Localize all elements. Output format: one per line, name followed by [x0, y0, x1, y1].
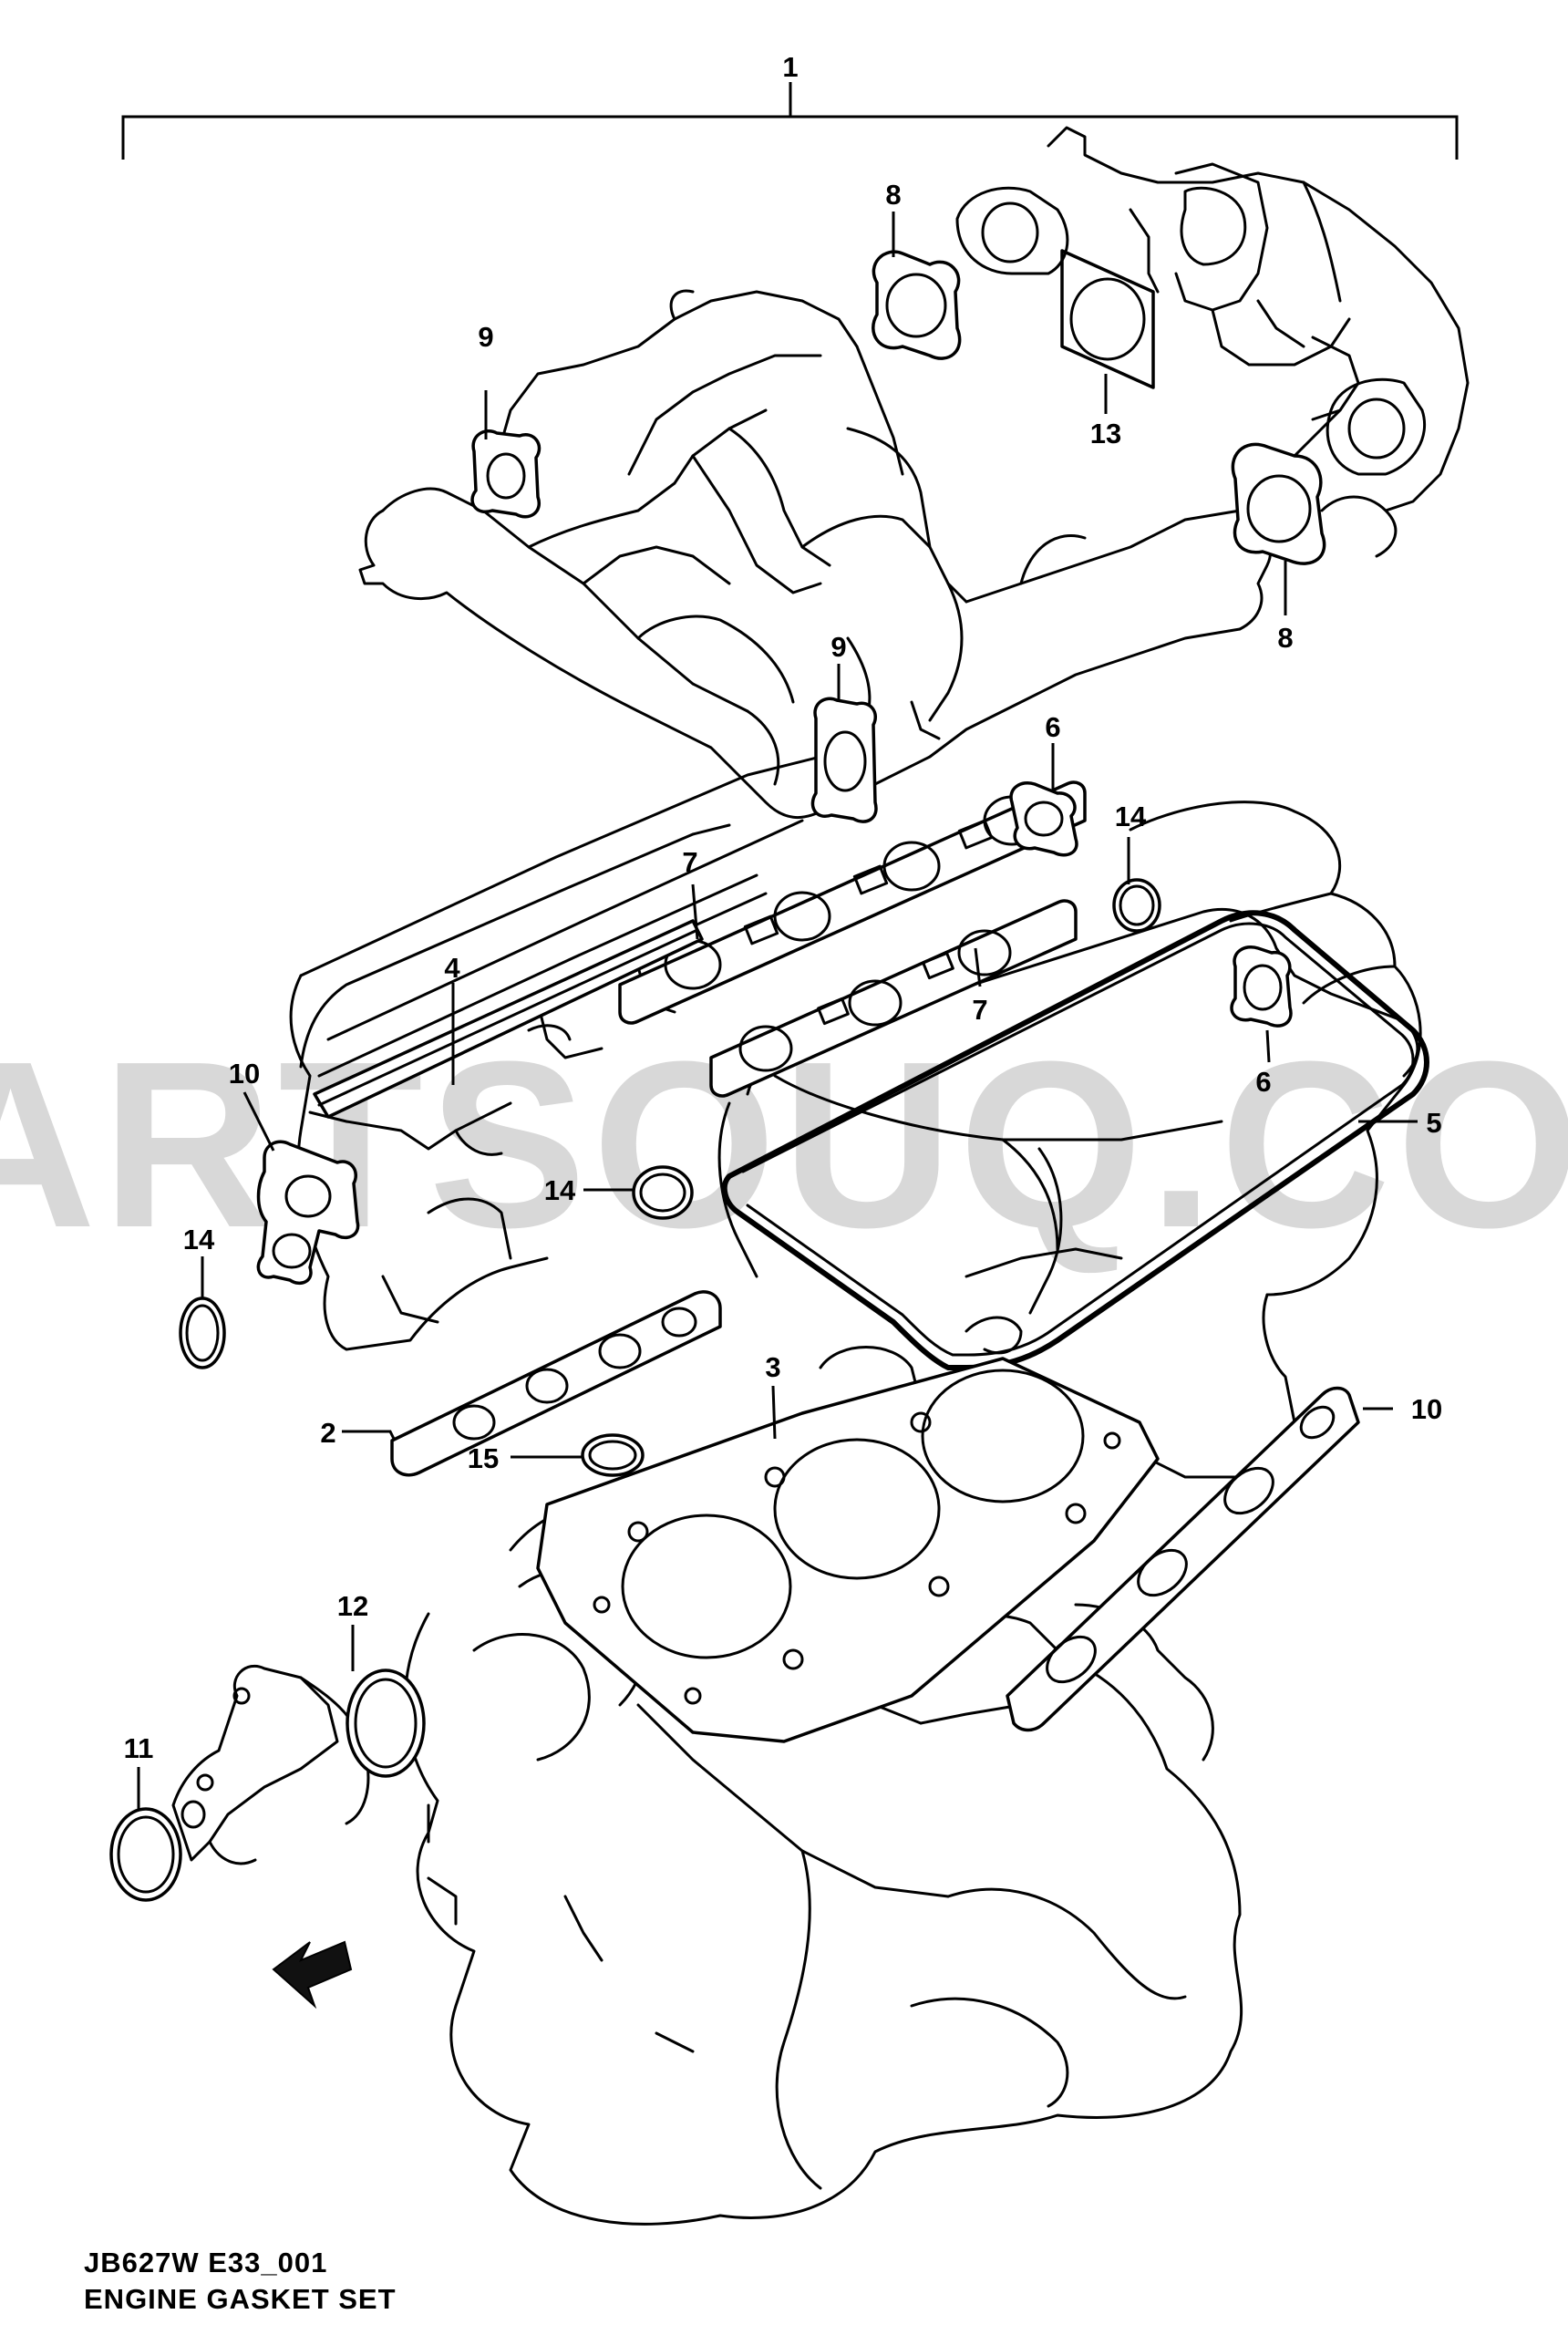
- diagram-title: ENGINE GASKET SET: [84, 2283, 397, 2315]
- gasket-6-upper: [1009, 781, 1078, 857]
- callout-7-lower: 7: [972, 994, 987, 1026]
- gasket-6-small: [1230, 945, 1293, 1028]
- callout-11: 11: [124, 1732, 154, 1764]
- o-ring-14-left: [179, 1297, 226, 1369]
- callout-8-right: 8: [1277, 622, 1293, 654]
- callout-15: 15: [468, 1442, 499, 1474]
- callout-13: 13: [1090, 418, 1121, 449]
- callout-9-lower: 9: [830, 631, 846, 663]
- front-direction-arrow: [272, 1940, 353, 2010]
- o-ring-14-middle: [632, 1165, 694, 1220]
- water-outlet-housing: [171, 1664, 370, 1865]
- callout-4: 4: [444, 952, 460, 984]
- o-ring-14-upper: [1112, 878, 1161, 933]
- callout-12: 12: [337, 1590, 368, 1622]
- callout-labels: 1 8 9 13 8 9 6 14 7 4 7 10 6 5 14 14 3 1…: [124, 51, 1443, 1764]
- gasket-9-upper: [470, 429, 542, 519]
- gasket-13-throttle: [1060, 249, 1155, 389]
- callout-7-upper: 7: [682, 846, 697, 878]
- callout-10-left: 10: [229, 1058, 260, 1090]
- callout-9-upper: 9: [478, 321, 493, 353]
- assembly-bracket: [121, 82, 1459, 160]
- gasket-9-lower: [810, 697, 878, 823]
- gasket-7-lower-row: [709, 899, 1078, 1098]
- head-gasket-3: [536, 1357, 1160, 1743]
- callout-8-upper: 8: [885, 179, 901, 211]
- gasket-10-right: [1006, 1386, 1360, 1732]
- plenum-flange-outline: [955, 186, 1427, 476]
- callout-10-right: 10: [1411, 1393, 1442, 1425]
- o-ring-12: [346, 1669, 426, 1778]
- o-ring-15: [581, 1433, 645, 1477]
- callout-1: 1: [782, 51, 798, 83]
- gasket-8-upper: [872, 250, 962, 360]
- intake-manifold-outline: [358, 126, 1470, 820]
- callout-5: 5: [1426, 1107, 1441, 1139]
- leader-lines: [137, 212, 1418, 1809]
- o-ring-11: [109, 1807, 182, 1902]
- callout-14-left: 14: [183, 1224, 215, 1255]
- gasket-8-right: [1231, 442, 1326, 565]
- callout-6-lower: 6: [1255, 1066, 1271, 1098]
- callout-2: 2: [320, 1417, 335, 1449]
- callout-14-upper: 14: [1115, 801, 1147, 832]
- drawing-code: JB627W E33_001: [84, 2247, 328, 2278]
- cylinder-head-outline: [289, 755, 1422, 1479]
- callout-3: 3: [765, 1351, 780, 1383]
- gasket-10-left: [256, 1140, 360, 1286]
- callout-14-middle: 14: [544, 1174, 576, 1206]
- callout-6-upper: 6: [1045, 711, 1060, 743]
- gasket-4-strip: [313, 919, 704, 1119]
- gasket-2-long: [390, 1290, 722, 1477]
